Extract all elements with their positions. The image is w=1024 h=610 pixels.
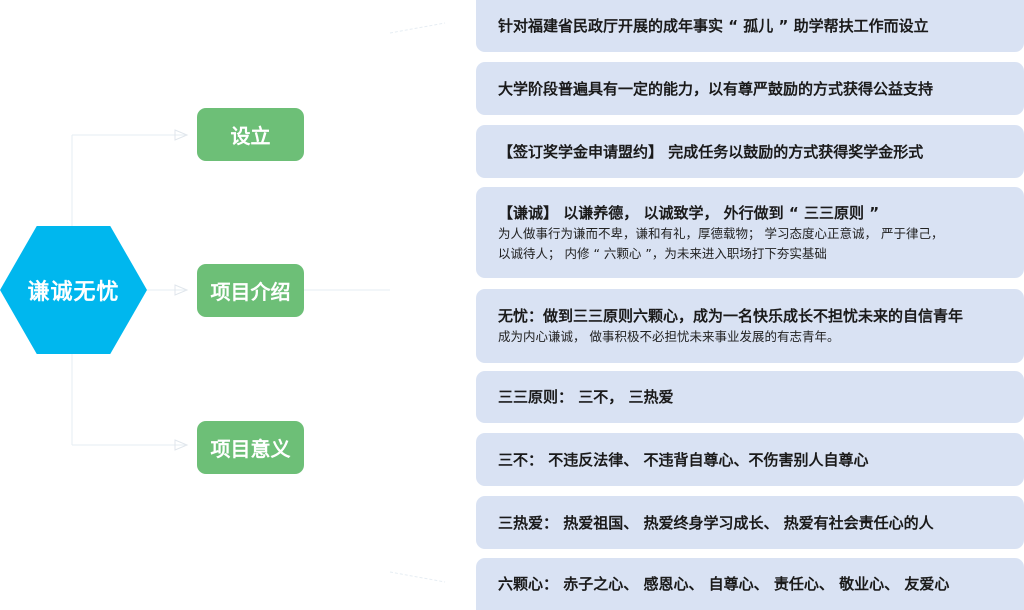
leaf-text: 【签订奖学金申请盟约】 完成任务以鼓励的方式获得奖学金形式 (498, 142, 924, 161)
leaf-text: 无忧：做到三三原则六颗心，成为一名快乐成长不担忧未来的自信青年 (498, 307, 964, 325)
branch-label: 设立 (230, 124, 271, 148)
branch-node-setup[interactable]: 设立 (197, 108, 304, 161)
leaf-text: 针对福建省民政厅开展的成年事实 “ 孤儿 ” 助学帮扶工作而设立 (498, 17, 929, 35)
leaf-node[interactable]: 针对福建省民政厅开展的成年事实 “ 孤儿 ” 助学帮扶工作而设立 (476, 0, 1024, 52)
leaf-text: 三热爱： 热爱祖国、 热爱终身学习成长、 热爱有社会责任心的人 (498, 513, 934, 532)
connector-dashed-bottom (389, 571, 446, 583)
leaf-node[interactable]: 六颗心： 赤子之心、 感恩心、 自尊心、 责任心、 敬业心、 友爱心 (476, 558, 1024, 610)
arrow-icon (174, 129, 189, 141)
leaf-node[interactable]: 三三原则： 三不， 三热爱 (476, 371, 1024, 423)
leaf-text: 大学阶段普遍具有一定的能力，以有尊严鼓励的方式获得公益支持 (498, 79, 934, 98)
leaf-node[interactable]: 三热爱： 热爱祖国、 热爱终身学习成长、 热爱有社会责任心的人 (476, 496, 1024, 549)
leaf-subtext: 成为内心谦诚， 做事积极不必担忧未来事业发展的有志青年。 (498, 329, 840, 344)
arrow-icon (174, 284, 189, 296)
root-label: 谦诚无忧 (27, 280, 120, 305)
leaf-text: 【谦诚】 以谦养德， 以诚致学， 外行做到 “ 三三原则 ” (498, 203, 880, 222)
arrow-icon (174, 439, 189, 451)
leaf-text: 三不： 不违反法律、 不违背自尊心、不伤害别人自尊心 (498, 450, 869, 469)
branch-label: 项目介绍 (210, 280, 291, 304)
branch-node-meaning[interactable]: 项目意义 (197, 421, 304, 474)
leaf-text: 三三原则： 三不， 三热爱 (498, 388, 674, 406)
leaf-node[interactable]: 【谦诚】 以谦养德， 以诚致学， 外行做到 “ 三三原则 ” 为人做事行为谦而不… (476, 187, 1024, 278)
leaf-node[interactable]: 三不： 不违反法律、 不违背自尊心、不伤害别人自尊心 (476, 433, 1024, 486)
leaf-node[interactable]: 【签订奖学金申请盟约】 完成任务以鼓励的方式获得奖学金形式 (476, 125, 1024, 178)
leaf-subtext: 为人做事行为谦而不卑，谦和有礼，厚德载物； 学习态度心正意诚， 严于律己， (498, 225, 944, 241)
leaf-subtext: 以诚待人； 内修 “ 六颗心 ”，为未来进入职场打下夯实基础 (498, 245, 827, 261)
connector-dashed-top (389, 22, 446, 34)
leaf-node[interactable]: 大学阶段普遍具有一定的能力，以有尊严鼓励的方式获得公益支持 (476, 62, 1024, 115)
branch-label: 项目意义 (210, 437, 291, 461)
branch-node-intro[interactable]: 项目介绍 (197, 264, 304, 317)
leaf-node[interactable]: 无忧：做到三三原则六颗心，成为一名快乐成长不担忧未来的自信青年 成为内心谦诚， … (476, 289, 1024, 363)
leaf-text: 六颗心： 赤子之心、 感恩心、 自尊心、 责任心、 敬业心、 友爱心 (498, 575, 950, 593)
